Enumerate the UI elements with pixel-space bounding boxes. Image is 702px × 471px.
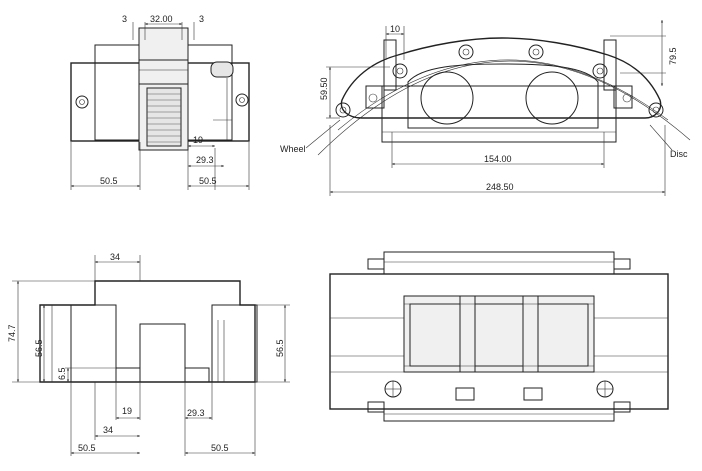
side-bolt-upper-left-icon (392, 63, 408, 79)
front-right-width-label: 50.5 (199, 176, 217, 186)
plan-bottom-left-pin (367, 401, 385, 413)
side-overall-length-label: 248.50 (486, 182, 514, 192)
section-bottom-slot-left (115, 367, 141, 383)
side-pad-length-label: 154.00 (484, 154, 512, 164)
plan-tab-right (523, 387, 543, 401)
front-right-gap-label: 3 (199, 14, 204, 24)
section-outline (39, 280, 256, 383)
disc-label: Disc (670, 149, 688, 159)
front-right-boss (186, 44, 233, 141)
section-left-width-label: 50.5 (78, 443, 96, 453)
plan-tab-left (455, 387, 475, 401)
section-right-width-label: 50.5 (211, 443, 229, 453)
front-pad-ribs (147, 93, 181, 143)
section-right-cavity (211, 304, 258, 383)
side-view: Wheel Disc 10 (280, 20, 691, 196)
section-inner-width-label: 34 (103, 425, 113, 435)
section-view: 34 74.7 56.5 56.5 6.5 19 34 29.3 50.5 50… (7, 252, 290, 456)
front-center-width-label: 32.00 (150, 14, 173, 24)
side-pad-window (407, 63, 599, 129)
front-left-width-label: 50.5 (100, 176, 118, 186)
plan-spacer-2 (522, 295, 539, 373)
plan-view (329, 251, 669, 422)
front-bridge (138, 59, 189, 85)
front-pad-stack (146, 87, 182, 147)
wheel-arc (317, 60, 691, 156)
section-inner-offset-label: 19 (122, 406, 132, 416)
front-left-gap-label: 3 (122, 14, 127, 24)
side-left-ear (365, 85, 385, 109)
front-left-bleeder-icon (75, 95, 89, 109)
side-left-height-label: 59.50 (319, 77, 329, 100)
side-lower-block (381, 85, 617, 143)
plan-top-rail (383, 251, 615, 275)
section-left-height-label: 56.5 (34, 339, 44, 357)
disc-arc (337, 59, 669, 131)
side-bolt-lower-left-icon (335, 102, 351, 118)
side-right-height-label: 79.5 (668, 47, 678, 65)
section-bottom-offset-label: 6.5 (57, 367, 67, 380)
section-center-step (139, 323, 186, 382)
section-top-width-text: 34 (110, 252, 120, 262)
plan-spacer-1 (459, 295, 476, 373)
plan-top-left-pin (367, 258, 385, 270)
side-bolt-upper-right-icon (592, 63, 608, 79)
section-left-cavity (70, 304, 117, 383)
side-bolt-lower-right-icon (648, 102, 664, 118)
front-view: 3 32.00 3 19 29.3 50.5 50.5 (70, 14, 250, 190)
plan-bottom-rail (383, 408, 615, 422)
front-right-bleeder-icon (235, 93, 249, 107)
section-overall-height-label: 74.7 (7, 324, 17, 342)
front-inner-offset-label: 19 (193, 135, 203, 145)
front-piston-cap (210, 61, 234, 78)
front-left-boss (94, 44, 141, 141)
side-right-ear (613, 85, 633, 109)
section-inner-depth-label: 29.3 (187, 408, 205, 418)
plan-pad-block (403, 295, 595, 373)
section-right-height-label: 56.5 (275, 339, 285, 357)
side-caliper-body (340, 37, 662, 119)
plan-bottom-right-pin (613, 401, 631, 413)
wheel-label: Wheel (280, 144, 306, 154)
plan-top-right-pin (613, 258, 631, 270)
section-bottom-slot-right (184, 367, 210, 383)
side-bolt-top-right-icon (528, 44, 544, 60)
side-right-piston (525, 71, 579, 125)
side-hole-spacing-label: 10 (390, 24, 400, 34)
side-bolt-top-left-icon (458, 44, 474, 60)
side-left-piston (420, 71, 474, 125)
front-inner-depth-label: 29.3 (196, 155, 214, 165)
